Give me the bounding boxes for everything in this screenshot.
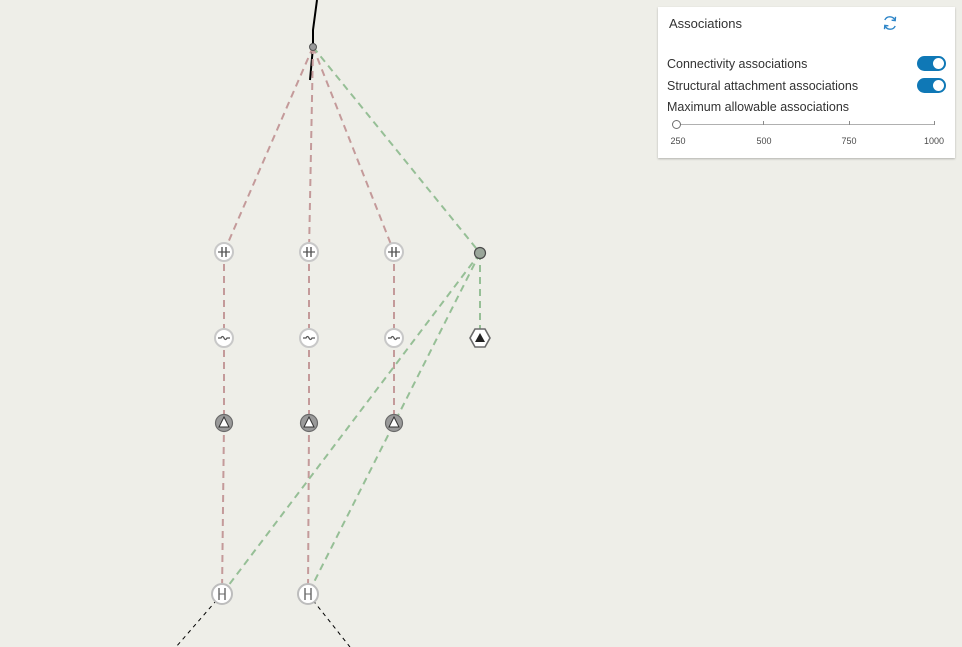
maximum-associations-label: Maximum allowable associations [667,100,850,114]
associations-panel: Associations Connectivity associations S… [658,7,955,158]
disconnect-switch-icon[interactable] [299,242,319,262]
disconnect-switch-icon[interactable] [214,242,234,262]
refresh-icon[interactable] [881,14,899,32]
structural-associations-toggle[interactable] [917,78,946,93]
disconnect-switch-icon[interactable] [384,242,404,262]
transformer-icon[interactable] [297,583,319,605]
arrester-icon[interactable] [469,328,491,348]
toggle-knob [933,58,944,69]
maximum-associations-slider[interactable] [672,117,935,131]
structural-association-lines [221,46,481,595]
slider-tick [848,121,850,125]
slider-tick-label: 250 [670,136,686,146]
arrester-icon[interactable] [214,413,234,433]
slider-tick-label: 500 [756,136,772,146]
pole-icon[interactable] [473,246,487,260]
fuse-icon[interactable] [214,328,234,348]
slider-tick-label: 750 [841,136,857,146]
slider-tick-label: 1000 [923,136,945,146]
slider-tick [762,121,764,125]
junction-icon[interactable] [309,43,317,51]
structural-associations-label: Structural attachment associations [667,79,859,93]
slider-tick [934,121,935,125]
slider-track [677,124,935,125]
panel-title: Associations [669,16,742,31]
transformer-icon[interactable] [211,583,233,605]
arrester-icon[interactable] [299,413,319,433]
connectivity-associations-label: Connectivity associations [667,57,808,71]
primary-line[interactable] [309,0,318,81]
connectivity-associations-toggle[interactable] [917,56,946,71]
secondary-line-segments[interactable] [175,593,351,647]
toggle-knob [933,80,944,91]
fuse-icon[interactable] [299,328,319,348]
fuse-icon[interactable] [384,328,404,348]
connectivity-association-lines [221,46,395,595]
arrester-icon[interactable] [384,413,404,433]
slider-thumb[interactable] [672,120,681,129]
